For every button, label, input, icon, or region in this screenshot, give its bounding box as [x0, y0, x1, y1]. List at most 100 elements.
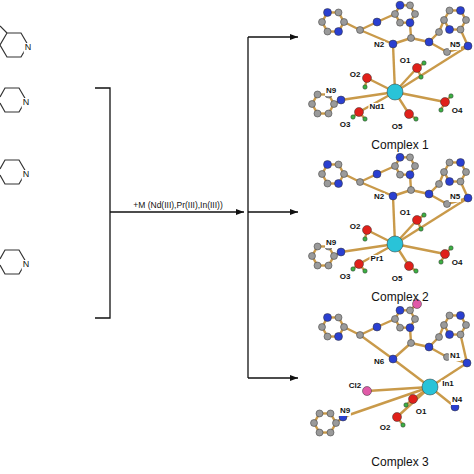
atom	[413, 64, 422, 73]
atom	[324, 313, 332, 321]
bond	[360, 335, 393, 359]
atom	[446, 331, 454, 339]
atom	[412, 316, 419, 323]
atom	[463, 359, 471, 367]
atom	[414, 269, 418, 273]
atom	[335, 28, 343, 36]
atom	[363, 226, 372, 235]
atom	[412, 163, 419, 170]
atom-label-box: In1	[441, 372, 455, 390]
atom	[408, 35, 415, 42]
atom	[373, 18, 381, 26]
branch-arrow	[248, 377, 298, 378]
atom	[331, 253, 338, 260]
atom	[351, 115, 355, 119]
molecule-structures	[309, 1, 473, 436]
atom	[324, 180, 331, 187]
atom-label-box: Cl2	[348, 374, 362, 392]
atom	[324, 8, 332, 16]
ring-atom-label: N	[22, 260, 31, 270]
branch-arrow	[248, 36, 298, 37]
atom-label: In1	[441, 380, 455, 389]
atom	[363, 74, 372, 83]
atom-label-box: N2	[373, 33, 385, 51]
atom-label-box: O1	[399, 201, 412, 219]
atom-label-box: N	[22, 253, 31, 271]
atom-label: O5	[391, 275, 404, 284]
branch-arrow	[248, 211, 298, 212]
atom	[341, 171, 348, 178]
bond	[395, 198, 468, 244]
atom	[327, 429, 334, 436]
bond	[395, 46, 468, 92]
atom	[446, 312, 453, 319]
atom	[396, 306, 404, 314]
atom	[412, 11, 419, 18]
atom	[314, 243, 321, 250]
complex-structure	[311, 300, 472, 437]
atom-label-box: N1	[449, 344, 461, 362]
atom	[407, 154, 414, 161]
branch-line	[247, 37, 248, 378]
atom	[355, 108, 364, 117]
reagent-label-box: +M (Nd(III),Pr(III),In(III))	[132, 194, 223, 212]
atom	[335, 333, 343, 341]
atom	[464, 194, 472, 202]
atom-label-box: N6	[373, 350, 385, 368]
atom	[457, 331, 464, 338]
atom	[363, 237, 367, 241]
atom	[436, 334, 443, 341]
atom	[408, 187, 415, 194]
atom	[396, 153, 404, 161]
atom	[337, 96, 345, 104]
atom	[441, 169, 448, 176]
atom-label: O2	[349, 223, 362, 232]
atom	[314, 91, 321, 98]
reaction-arrow	[110, 211, 244, 212]
atom	[439, 108, 443, 112]
atom	[355, 260, 364, 269]
atom	[407, 307, 414, 314]
atom-label: O1	[415, 408, 428, 417]
atom	[397, 19, 404, 26]
atom	[316, 429, 323, 436]
atom	[441, 322, 448, 329]
atom-label-box: N5	[449, 185, 461, 203]
atom	[409, 395, 418, 404]
atom-label: N4	[451, 396, 463, 405]
atom-label: N1	[449, 352, 461, 361]
atom	[392, 163, 399, 170]
atom-label-box: O1	[415, 400, 428, 418]
atom	[401, 423, 405, 427]
atom	[463, 322, 470, 329]
atom-label: O3	[339, 273, 352, 282]
atom	[436, 29, 443, 36]
atom	[397, 324, 404, 331]
atom-label-box: N	[22, 91, 31, 109]
atom	[309, 101, 316, 108]
atom	[341, 324, 348, 331]
atom-label-box: N4	[451, 388, 463, 406]
atom-label-box: N	[22, 163, 31, 181]
atom	[407, 2, 414, 9]
atom	[389, 192, 397, 200]
atom	[408, 340, 415, 347]
atom	[441, 17, 448, 24]
atom	[406, 19, 414, 27]
atom	[331, 101, 338, 108]
atom	[341, 19, 348, 26]
atom	[441, 250, 450, 259]
atom-label: N9	[325, 239, 337, 248]
atom-label: O2	[379, 424, 392, 433]
atom	[351, 267, 355, 271]
atom	[419, 227, 423, 231]
bond	[367, 387, 430, 391]
atom	[337, 248, 345, 256]
atom	[414, 117, 418, 121]
atom	[441, 98, 450, 107]
reagent-label: +M (Nd(III),Pr(III),In(III))	[132, 201, 223, 210]
atom	[389, 40, 397, 48]
atom	[396, 1, 404, 9]
atom	[404, 403, 408, 407]
